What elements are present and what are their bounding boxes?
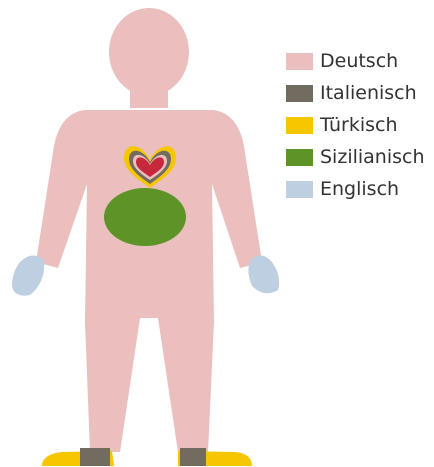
right-shoe-heel — [180, 448, 206, 466]
legend-item-sizilianisch: Sizilianisch — [286, 141, 425, 173]
legend-item-englisch: Englisch — [286, 173, 425, 205]
legend-label: Englisch — [320, 178, 399, 200]
legend-swatch — [286, 85, 313, 102]
legend-item-italienisch: Italienisch — [286, 77, 425, 109]
legend-label: Italienisch — [320, 82, 417, 104]
legend-label: Deutsch — [320, 50, 398, 72]
belly — [104, 188, 186, 246]
legend-item-turkisch: Türkisch — [286, 109, 425, 141]
legend: Deutsch Italienisch Türkisch Sizilianisc… — [286, 45, 425, 205]
left-shoe-heel — [80, 448, 110, 466]
legend-label: Türkisch — [320, 114, 398, 136]
legend-label: Sizilianisch — [320, 146, 425, 168]
legend-item-deutsch: Deutsch — [286, 45, 425, 77]
legend-swatch — [286, 149, 313, 166]
head — [109, 8, 189, 96]
legend-swatch — [286, 181, 313, 198]
left-hand — [12, 255, 44, 295]
legend-swatch — [286, 53, 313, 70]
right-hand — [248, 255, 279, 293]
legend-swatch — [286, 117, 313, 134]
neck — [130, 86, 168, 108]
